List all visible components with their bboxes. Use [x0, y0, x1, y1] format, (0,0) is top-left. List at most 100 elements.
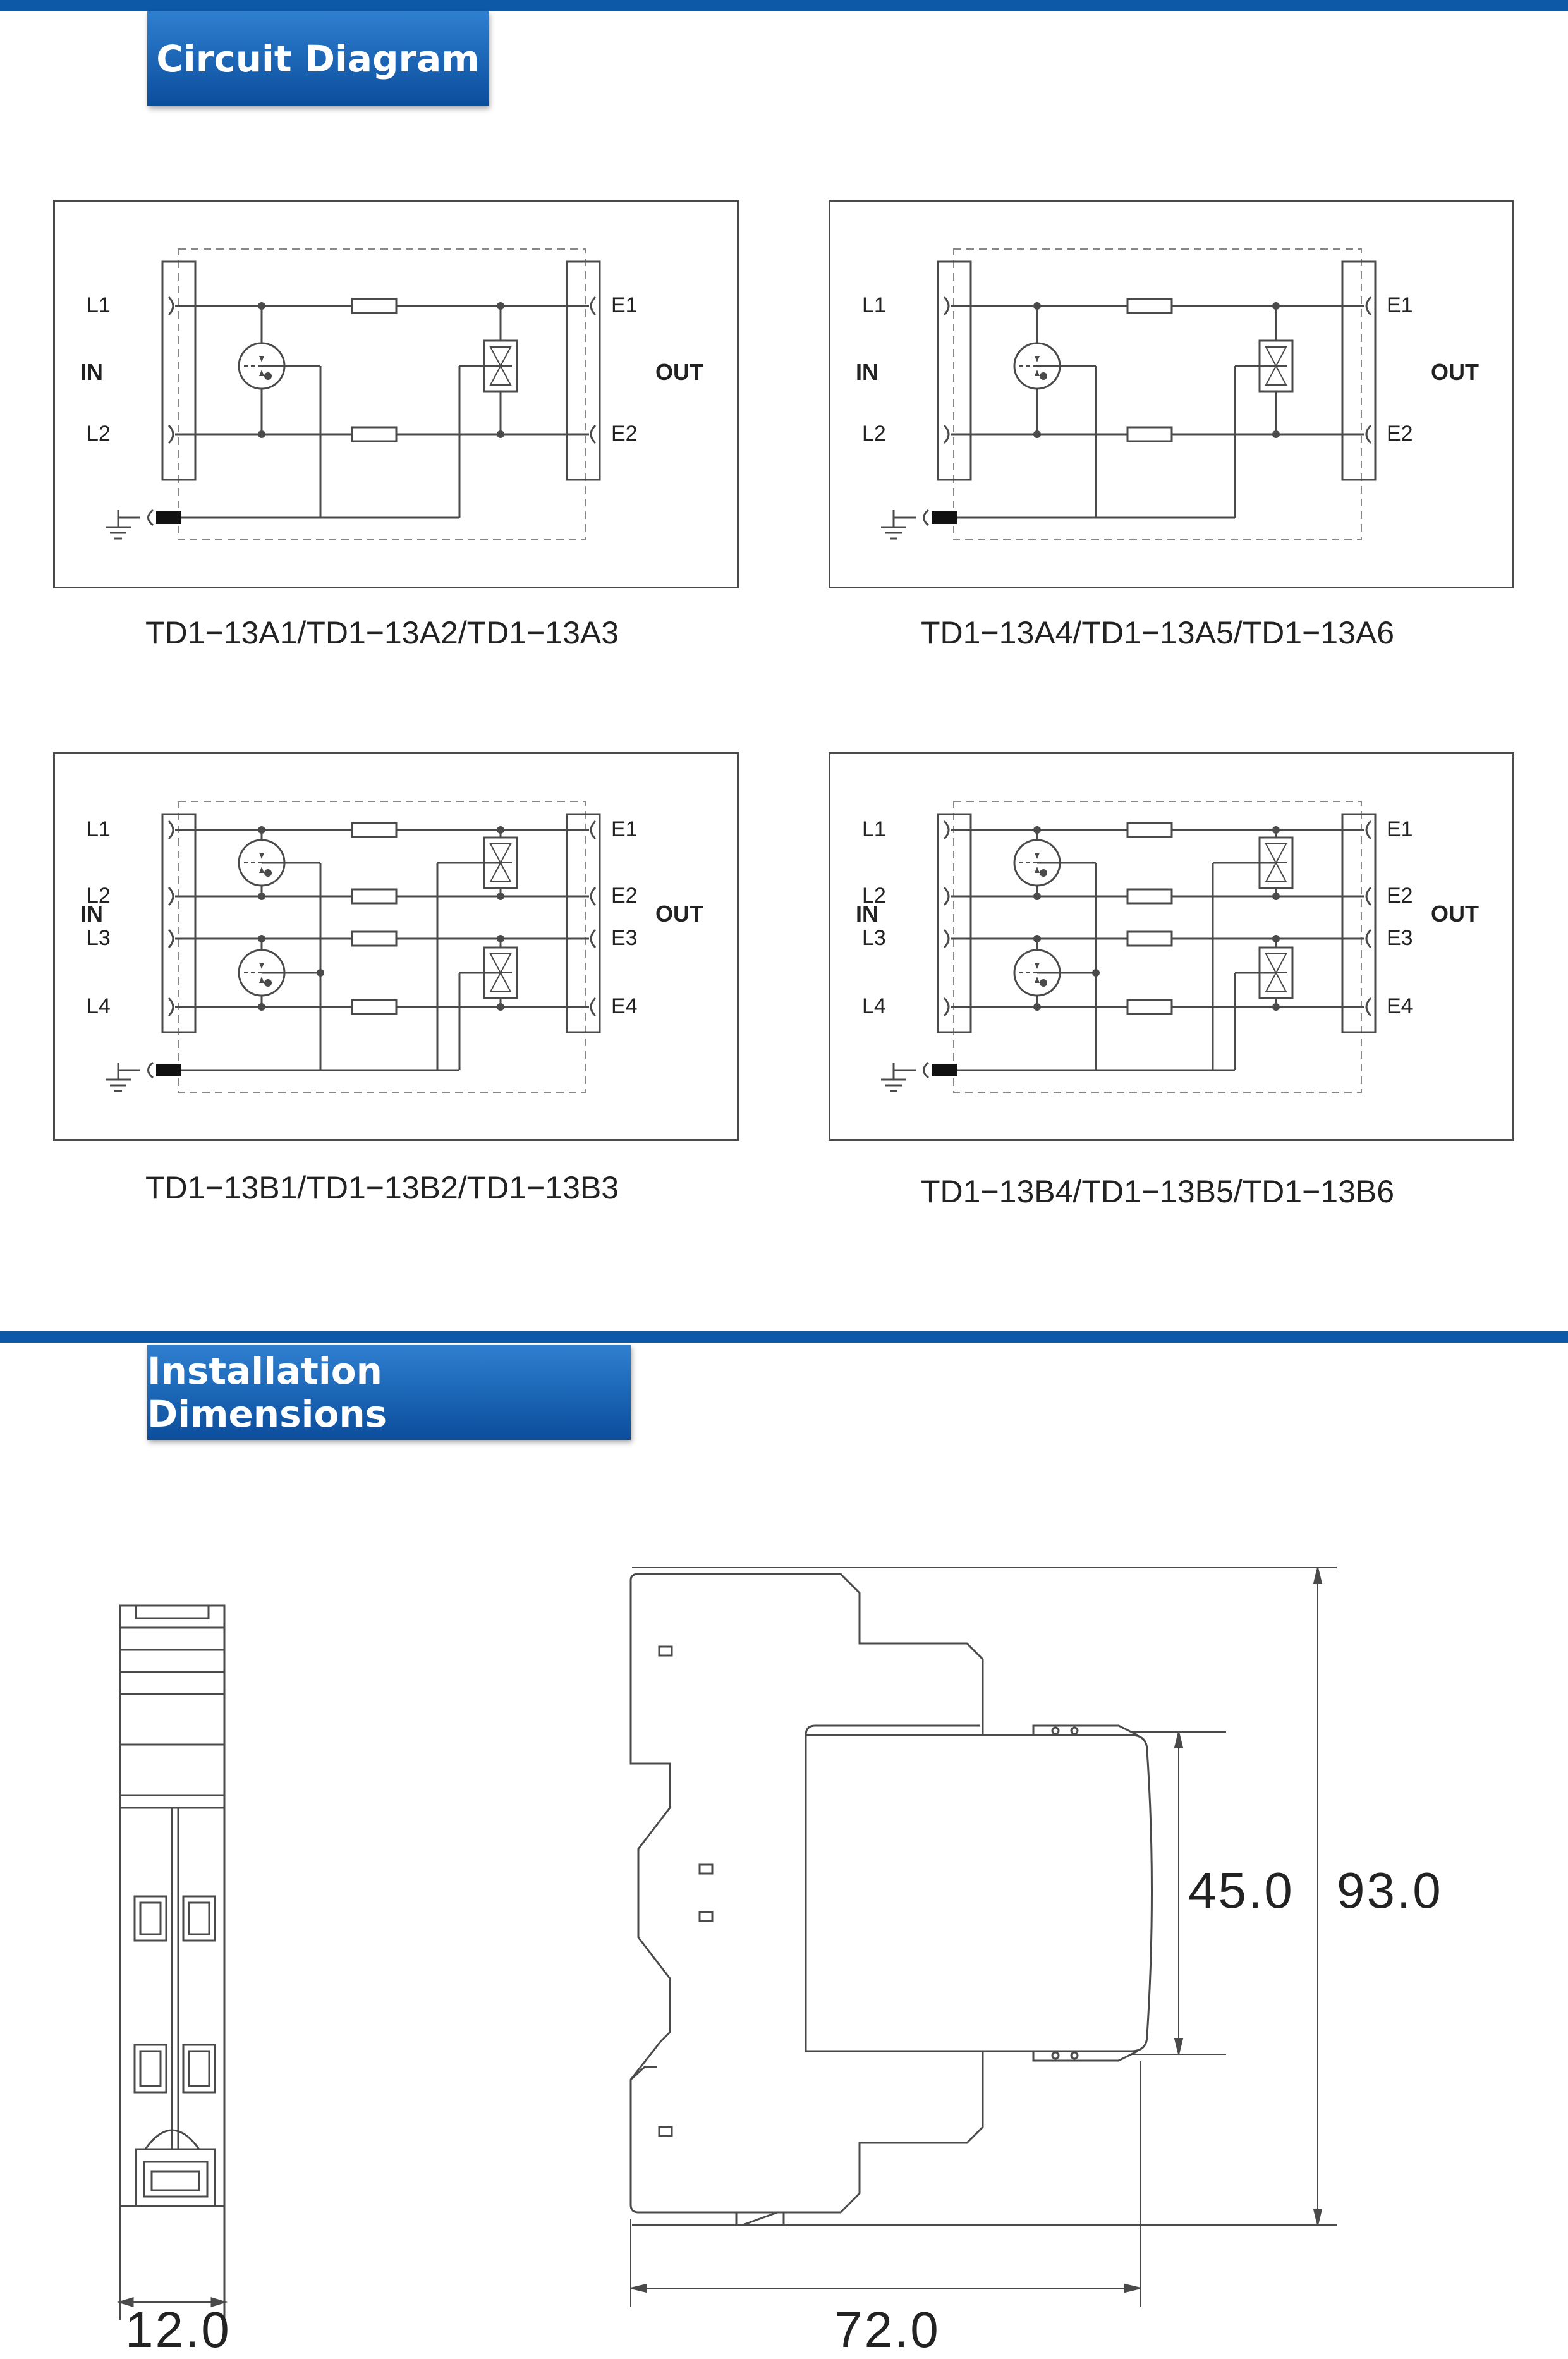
label-e3: E3 — [611, 926, 638, 950]
terminal — [1365, 929, 1372, 949]
tvs-triangle — [1265, 971, 1287, 992]
tvs-triangle — [489, 953, 512, 975]
gdt-electrode — [1035, 977, 1040, 983]
module-outline — [178, 801, 586, 1093]
tvs-triangle — [489, 971, 512, 992]
label-out: OUT — [1431, 901, 1479, 927]
ground-connector — [932, 1064, 957, 1076]
junction-dot — [264, 372, 272, 380]
terminal — [943, 997, 950, 1017]
ground-terminal — [923, 1061, 929, 1079]
junction-dot — [258, 893, 265, 900]
module-outline — [178, 248, 586, 540]
label-e1: E1 — [1387, 293, 1413, 317]
label-e1: E1 — [611, 293, 638, 317]
caption-b1: TD1−13B1/TD1−13B2/TD1−13B3 — [145, 1170, 619, 1205]
gdt-electrode — [259, 356, 264, 362]
label-e2: E2 — [611, 422, 638, 446]
caption-a4: TD1−13A4/TD1−13A5/TD1−13A6 — [921, 615, 1395, 650]
label-l4: L4 — [87, 994, 111, 1018]
installation-dimensions-title: Installation Dimensions — [147, 1350, 387, 1436]
gdt-electrode — [1035, 370, 1040, 376]
terminal — [590, 296, 597, 316]
terminal — [1365, 424, 1372, 444]
output-terminal-block — [566, 813, 601, 1033]
label-e3: E3 — [1387, 926, 1413, 950]
gdt-electrode — [1035, 356, 1040, 362]
terminal — [167, 997, 174, 1017]
junction-dot — [1272, 302, 1280, 310]
label-e4: E4 — [611, 994, 638, 1018]
junction-dot — [497, 893, 504, 900]
label-e2: E2 — [611, 884, 638, 908]
terminal — [943, 820, 950, 840]
resistor — [351, 822, 398, 838]
junction-dot — [1040, 372, 1047, 380]
label-l4: L4 — [862, 994, 886, 1018]
junction-dot — [258, 430, 265, 438]
resistor — [1126, 888, 1173, 905]
junction-dot — [497, 430, 504, 438]
gdt-electrode — [259, 963, 264, 969]
label-in: IN — [80, 359, 103, 385]
caption-b4: TD1−13B4/TD1−13B5/TD1−13B6 — [921, 1174, 1395, 1209]
resistor — [351, 426, 398, 442]
label-out: OUT — [655, 901, 703, 927]
circuit-diagram-header: Circuit Diagram — [147, 11, 489, 106]
resistor — [351, 930, 398, 947]
terminal — [167, 296, 174, 316]
tvs-triangle — [1265, 364, 1287, 386]
ground-terminal — [147, 509, 154, 527]
junction-dot — [1033, 430, 1041, 438]
label-l2: L2 — [87, 884, 111, 908]
label-in: IN — [856, 359, 878, 385]
terminal — [167, 820, 174, 840]
label-l2: L2 — [87, 422, 111, 446]
junction-dot — [1033, 302, 1041, 310]
caption-a1: TD1−13A1/TD1−13A2/TD1−13A3 — [145, 615, 619, 650]
terminal — [167, 929, 174, 949]
junction-dot — [497, 935, 504, 942]
input-terminal-block — [937, 813, 972, 1033]
middle-accent-bar — [0, 1331, 1568, 1343]
gdt-electrode — [259, 867, 264, 873]
terminal — [590, 886, 597, 906]
gdt-electrode — [1035, 963, 1040, 969]
terminal — [590, 929, 597, 949]
label-in: IN — [80, 901, 103, 927]
resistor — [1126, 822, 1173, 838]
ground-terminal — [147, 1061, 154, 1079]
label-out: OUT — [655, 359, 703, 385]
input-terminal-block — [161, 260, 197, 481]
terminal — [1365, 820, 1372, 840]
resistor — [351, 999, 398, 1015]
tvs-triangle — [1265, 953, 1287, 975]
gdt-electrode — [259, 370, 264, 376]
junction-dot — [258, 935, 265, 942]
label-e1: E1 — [611, 817, 638, 841]
tvs-triangle — [489, 364, 512, 386]
front-view — [629, 1573, 1153, 2226]
ground-terminal — [923, 509, 929, 527]
junction-dot — [1040, 869, 1047, 877]
terminal — [943, 296, 950, 316]
junction-dot — [258, 826, 265, 834]
junction-dot — [1040, 979, 1047, 987]
terminal — [1365, 296, 1372, 316]
label-l2: L2 — [862, 422, 886, 446]
label-l3: L3 — [87, 926, 111, 950]
module-outline — [953, 801, 1362, 1093]
tvs-triangle — [1265, 861, 1287, 882]
junction-dot — [1272, 935, 1280, 942]
dimension-lines — [630, 1567, 1337, 2307]
terminal — [167, 424, 174, 444]
junction-dot — [1033, 1003, 1041, 1011]
ground-connector — [156, 1064, 181, 1076]
terminal — [943, 424, 950, 444]
